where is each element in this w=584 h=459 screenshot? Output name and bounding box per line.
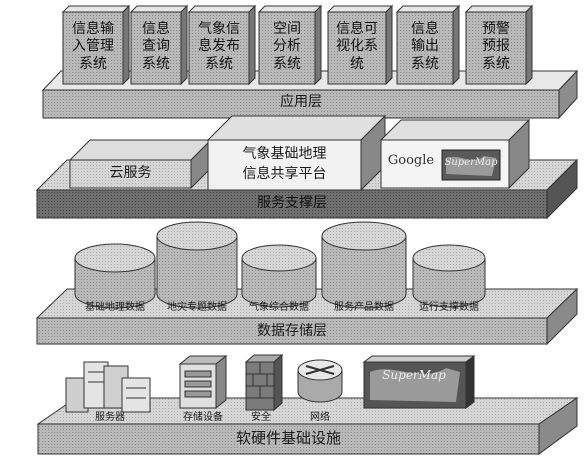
cloud-service-box	[68, 138, 213, 190]
app-system-6: 信息输出系统	[411, 20, 439, 72]
network-router-icon	[297, 359, 343, 403]
google-logo: Google	[387, 153, 435, 168]
server-icon	[65, 361, 151, 413]
supermap-logo-text-bottom: SuperMap	[382, 368, 446, 382]
db-label-disaster: 地灾专题数据	[167, 302, 227, 313]
device-label-security: 安全	[251, 412, 271, 423]
supermap-logo-text: SuperMap	[444, 157, 498, 168]
db-label-meteorology: 气象综合数据	[249, 302, 309, 313]
geo-platform-box	[206, 114, 387, 192]
application-layer-label: 应用层	[280, 94, 322, 110]
app-system-4: 空间分析系统	[273, 20, 301, 72]
db-label-basic-geo: 基础地理数据	[85, 302, 145, 313]
app-system-3: 气象信息发布系统	[198, 20, 240, 72]
infrastructure-layer-label: 软硬件基础设施	[235, 429, 341, 447]
db-label-service-products: 服务产品数据	[334, 302, 394, 313]
device-label-network: 网络	[310, 412, 330, 423]
storage-device-icon	[178, 354, 228, 410]
app-system-1: 信息输入管理系统	[72, 20, 114, 72]
app-system-2: 信息查询系统	[142, 20, 170, 72]
service-layer-label: 服务支撑层	[257, 195, 327, 211]
storage-layer-label: 数据存储层	[257, 323, 327, 339]
device-label-storage: 存储设备	[183, 412, 223, 423]
device-label-server: 服务器	[95, 412, 125, 423]
supermap-logo-box	[362, 355, 476, 409]
geo-platform-label-line1: 气象基础地理	[242, 146, 327, 162]
security-firewall-icon	[244, 353, 284, 412]
db-label-operation-support: 运行支撑数据	[419, 302, 479, 313]
cloud-service-label: 云服务	[109, 165, 152, 181]
app-system-7: 预警预报系统	[482, 20, 510, 72]
database-cylinders	[74, 221, 486, 309]
vendor-logo-box	[379, 118, 531, 190]
application-system-boxes	[61, 4, 534, 86]
geo-platform-label-line2: 信息共享平台	[242, 166, 327, 182]
app-system-5: 信息可视化系统	[336, 20, 378, 72]
